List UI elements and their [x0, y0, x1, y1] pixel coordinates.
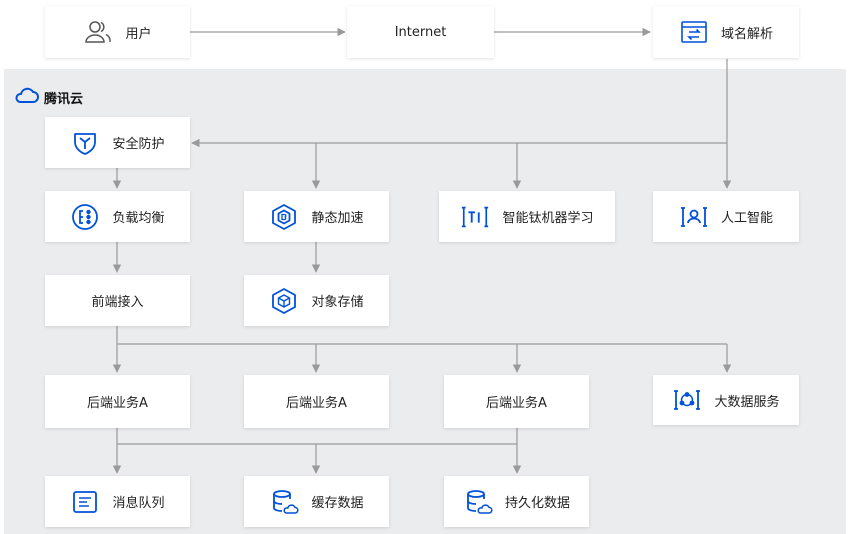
shield-icon [70, 128, 100, 158]
node-frontend-access-label: 前端接入 [91, 295, 144, 310]
node-load-balancer-label: 负载均衡 [112, 211, 165, 226]
brand: 腾讯云 [14, 86, 83, 108]
node-message-queue: 消息队列 [45, 476, 190, 527]
node-ai-label: 人工智能 [720, 211, 773, 226]
node-object-storage: 对象存储 [244, 275, 389, 326]
load-balancer-icon [70, 202, 100, 232]
node-user: 用户 [45, 6, 190, 58]
node-load-balancer: 负载均衡 [45, 191, 190, 242]
node-ai: 人工智能 [653, 191, 799, 242]
node-object-storage-label: 对象存储 [311, 295, 364, 310]
node-backend-1: 后端业务A [45, 375, 190, 428]
users-icon [83, 17, 113, 47]
database-icon [463, 487, 493, 517]
acceleration-icon [269, 202, 299, 232]
brand-name: 腾讯云 [44, 91, 84, 107]
node-internet-label: Internet [394, 24, 447, 40]
node-ti-ml: 智能钛机器学习 [439, 191, 615, 242]
node-static-acceleration-label: 静态加速 [311, 211, 364, 226]
node-big-data-label: 大数据服务 [714, 394, 780, 410]
node-dns: 域名解析 [653, 6, 799, 58]
ti-icon [460, 202, 490, 232]
dns-icon [679, 17, 709, 47]
node-security-label: 安全防护 [112, 137, 165, 152]
node-message-queue-label: 消息队列 [112, 496, 165, 511]
node-backend-3: 后端业务A [444, 375, 589, 428]
node-cache-data: 缓存数据 [244, 476, 389, 527]
node-security: 安全防护 [45, 117, 190, 168]
ai-icon [679, 202, 709, 232]
big-data-icon [672, 385, 702, 415]
node-static-acceleration: 静态加速 [244, 191, 389, 242]
cloud-icon [14, 86, 40, 108]
node-big-data: 大数据服务 [653, 375, 799, 425]
node-user-label: 用户 [125, 26, 152, 42]
node-dns-label: 域名解析 [720, 26, 773, 42]
object-storage-icon [269, 286, 299, 316]
node-backend-3-label: 后端业务A [486, 396, 547, 411]
node-internet: Internet [347, 6, 494, 58]
node-frontend-access: 前端接入 [45, 275, 190, 326]
node-backend-2-label: 后端业务A [286, 396, 347, 411]
node-ti-ml-label: 智能钛机器学习 [502, 211, 594, 226]
node-persistent-data-label: 持久化数据 [504, 496, 570, 511]
node-backend-1-label: 后端业务A [87, 396, 148, 411]
node-persistent-data: 持久化数据 [444, 476, 589, 527]
message-queue-icon [70, 487, 100, 517]
node-cache-data-label: 缓存数据 [311, 496, 364, 511]
node-backend-2: 后端业务A [244, 375, 389, 428]
database-icon [269, 487, 299, 517]
